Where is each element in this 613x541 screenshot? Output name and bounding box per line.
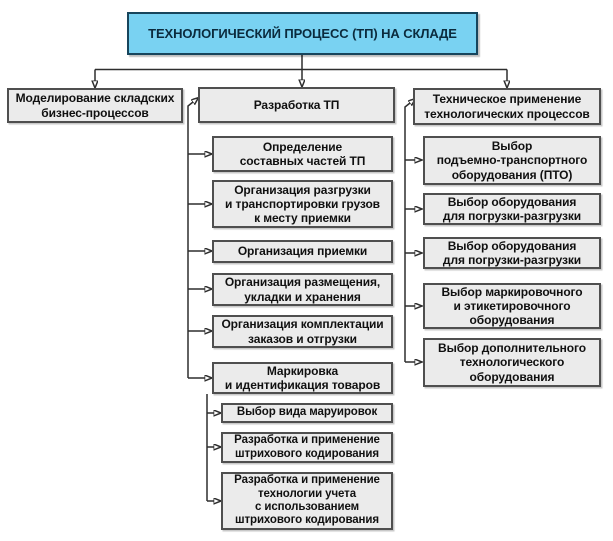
node-tp-development: Разработка ТП xyxy=(198,87,395,123)
node-placement-storage: Организация размещения, укладки и хранен… xyxy=(212,273,393,306)
node-technical-application: Техническое применение технологических п… xyxy=(413,88,601,125)
node-barcode-development: Разработка и применение штрихового кодир… xyxy=(221,432,393,463)
node-loading-unloading-equipment-1: Выбор оборудования для погрузки-разгрузк… xyxy=(423,193,601,225)
node-unloading-transport: Организация разгрузки и транспортировки … xyxy=(212,180,393,228)
connector-marking-subbranch xyxy=(206,394,214,501)
node-root-title: ТЕХНОЛОГИЧЕСКИЙ ПРОЦЕСС (ТП) НА СКЛАДЕ xyxy=(127,12,478,55)
node-marking-labeling-equipment: Выбор маркировочного и этикетировочного … xyxy=(423,283,601,329)
connector-middle-branch xyxy=(187,102,205,378)
node-acceptance: Организация приемки xyxy=(212,240,393,263)
node-barcode-accounting-tech: Разработка и применение технологии учета… xyxy=(221,472,393,530)
connector-right-branch xyxy=(404,103,415,362)
node-marking-type-choice: Выбор вида маруировок xyxy=(221,403,393,423)
node-lifting-transport-equipment: Выбор подъемно-транспортного оборудовани… xyxy=(423,136,601,185)
node-business-process-modeling: Моделирование складских бизнес-процессов xyxy=(7,88,183,123)
node-order-picking-shipping: Организация комплектации заказов и отгру… xyxy=(212,315,393,348)
node-marking-identification: Маркировка и идентификация товаров xyxy=(212,362,393,394)
node-additional-tech-equipment: Выбор дополнительного технологического о… xyxy=(423,338,601,387)
node-tp-components: Определение составных частей ТП xyxy=(212,136,393,172)
connector-title-rail xyxy=(95,55,507,81)
node-loading-unloading-equipment-2: Выбор оборудования для погрузки-разгрузк… xyxy=(423,237,601,269)
